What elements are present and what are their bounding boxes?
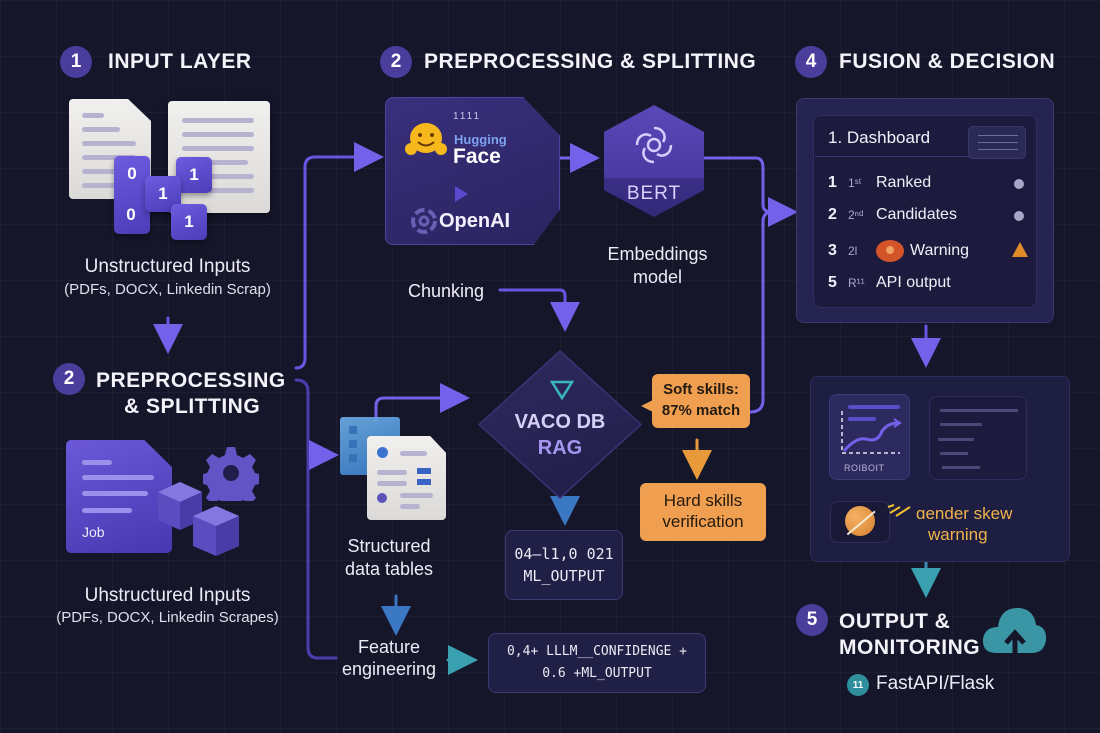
ml-output-box: 04–l1,0 021 ML_OUTPUT [505,530,623,600]
input-layer-heading: INPUT LAYER [108,50,252,73]
preprocessing-heading-line1: PREPROCESSING [96,369,286,392]
fusion-formula-box: 0,4+ LLLM__CONFIDENGE + 0.6 +ML_OUTPUT [488,633,706,693]
structured-caption-line2: data tables [344,559,434,579]
row-rank: 2l [848,244,858,258]
row-label: Ranked [876,174,932,191]
fusion-heading: FUSION & DECISION [839,50,1056,73]
soft-skills-line1: Soft skills: [663,381,739,398]
bit-3: 0 [126,205,136,224]
wire-chunking [498,288,580,332]
output-heading-line2: MONITORING [839,636,981,659]
job-doc-label: Job [82,524,105,540]
row-number: 2 [828,206,837,223]
wire-bracket-down [294,378,338,660]
ml-output-line2: ML_OUTPUT [523,567,605,585]
planet-icon-card [830,501,890,543]
bit-1: 1 [176,157,212,193]
play-arrow-icon [455,186,468,202]
feature-caption-line1: Feature [357,637,421,657]
row-label: Candidates [876,206,957,223]
soft-skills-callout: Soft skills: 87% match [652,374,750,428]
row-label: Warning [910,242,969,259]
dashboard-row[interactable]: 1 1ˢᵗ Ranked [828,174,931,192]
gear-icon [199,445,263,511]
row-number: 5 [828,274,837,291]
dashboard-row[interactable]: 2 2ⁿᵈ Candidates [828,206,957,224]
trend-chart-label: ROIBOIT [844,463,885,473]
output-heading-line1: OUTPUT & [839,610,951,633]
row-rank: R¹¹ [848,276,865,290]
wire-bert-to-fusion [703,156,798,227]
dashboard-row[interactable]: 3 2l Warning [828,240,969,262]
log-list-card[interactable] [929,396,1027,480]
preprocessing-caption-main: Uhstructured Inputs [84,585,251,606]
preprocessing-caption-sub: (PDFs, DOCX, Linkedin Scrapes) [56,609,279,626]
api-label: FastAPI/Flask [876,673,995,694]
ml-output-line1: 04–l1,0 021 [514,545,614,563]
hard-skills-line2: verification [662,512,744,531]
warning-blob-icon [876,240,904,262]
embeddings-caption-line2: model [632,267,683,287]
huggingface-label-line2: Face [453,145,501,168]
status-dot-icon [1014,179,1024,189]
soft-skills-line2: 87% match [661,402,741,419]
warning-triangle-icon [1012,242,1028,257]
trend-line-icon [841,411,902,454]
triangle-icon [549,380,575,401]
api-badge: 11 [847,674,869,696]
vector-db-label-line2: RAG [537,437,583,459]
structured-caption-line1: Structured [347,536,431,556]
formula-line1: 0,4+ LLLM__CONFIDENGE + [506,644,687,659]
dashboard-row[interactable]: 5 R¹¹ API output [828,274,951,292]
step-badge-1: 1 [60,46,92,78]
callout-pointer [641,400,653,412]
row-number: 1 [828,174,837,191]
preprocessing-heading-line2: & SPLITTING [124,395,261,418]
row-rank: 1ˢᵗ [848,176,862,190]
hard-skills-line1: Hard skills [663,491,743,510]
cube-icon [156,480,204,532]
bert-label: BERT [626,183,682,204]
feature-caption-line2: engineering [341,659,437,679]
step-badge-4: 4 [795,46,827,78]
row-rank: 2ⁿᵈ [848,208,864,222]
bit-4: 1 [171,204,207,240]
preprocessing-top-heading: PREPROCESSING & SPLITTING [424,50,757,73]
wire-to-models [294,142,384,370]
huggingface-label-line1: Hugging [454,132,507,147]
dashboard-title: 1. Dashboard [828,128,931,147]
input-caption-sub: (PDFs, DOCX, Linkedin Scrap) [64,281,271,298]
gender-skew-warning-line1: ɑender skew [916,504,1013,523]
row-number: 3 [828,242,837,259]
chunking-label: Chunking [408,281,485,301]
input-caption-main: Unstructured Inputs [84,256,251,277]
step-badge-2-left: 2 [53,363,85,395]
bert-logo-icon [633,124,675,166]
embeddings-caption-line1: Embeddings [607,244,708,264]
spark-lines-icon [886,503,916,517]
dashboard-menu-button[interactable] [968,126,1026,159]
dashboard-divider [815,156,995,157]
status-dot-icon [1014,211,1024,221]
cube-icon [191,504,241,558]
tick-label: 1111 [453,111,482,122]
huggingface-icon [405,121,447,159]
step-badge-2-top: 2 [380,46,412,78]
step-badge-5: 5 [796,604,828,636]
bit-0: 0 [114,156,150,234]
row-label: API output [876,274,951,291]
formula-line2: 0.6 +ML_OUTPUT [542,666,652,681]
gender-skew-warning-line2: warning [928,525,988,544]
hard-skills-box[interactable]: Hard skills verification [640,483,766,541]
cloud-upload-icon [982,603,1048,655]
wire-soft-to-fusion [748,210,774,414]
trend-chart-card[interactable]: ROIBOIT [829,394,910,480]
openai-icon [410,207,438,235]
openai-label: OpenAI [439,210,511,232]
vector-db-label-line1: VACO DB [514,411,606,433]
